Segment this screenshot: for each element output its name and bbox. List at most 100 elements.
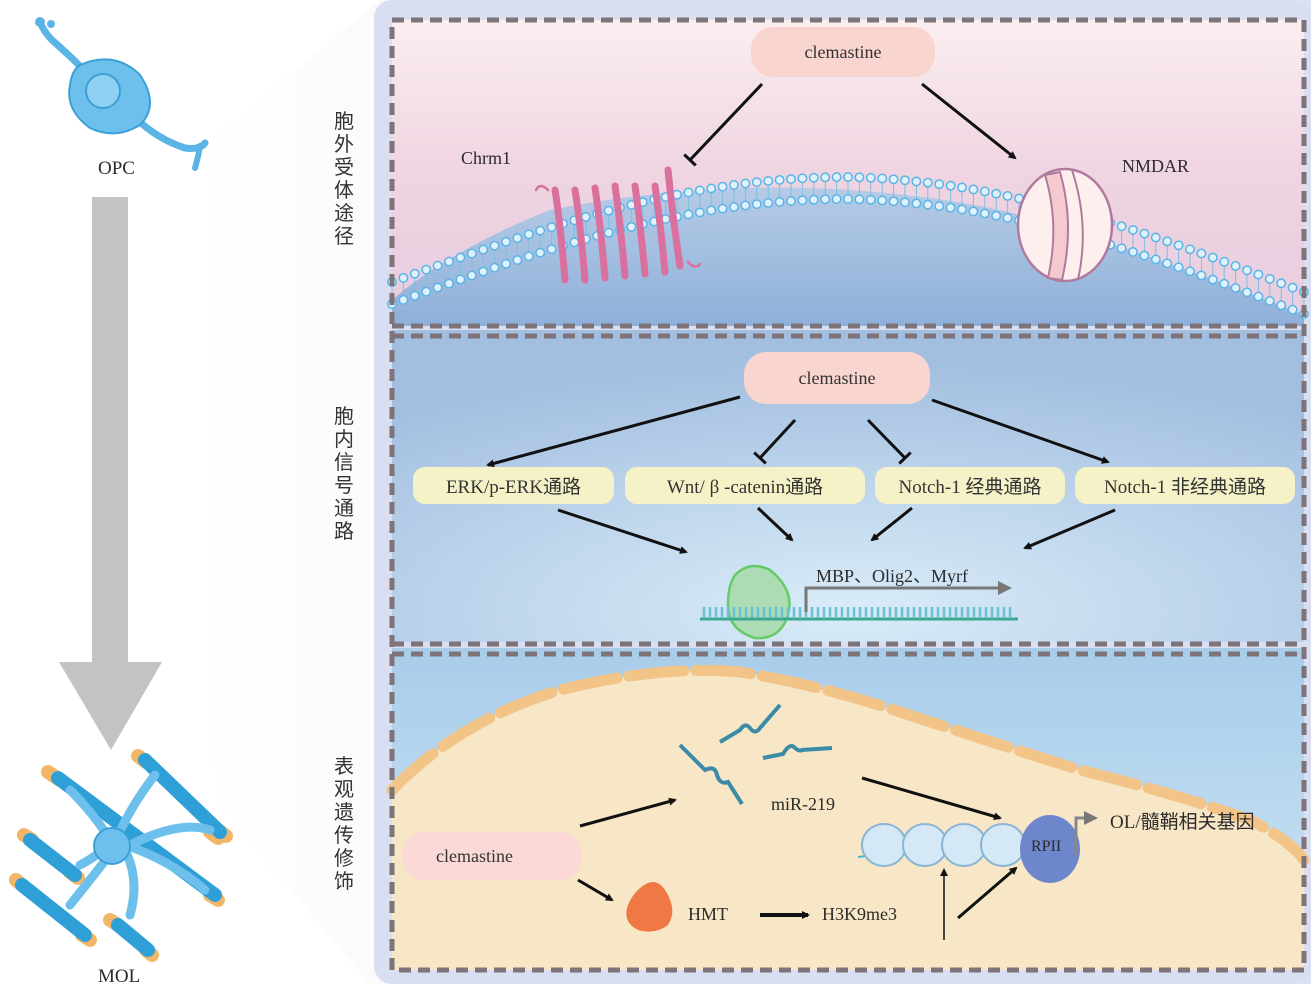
phospholipid-head	[740, 178, 751, 189]
hmt-enzyme-icon	[626, 881, 673, 932]
phospholipid-head	[478, 244, 489, 255]
mirna-label: miR-219	[771, 794, 836, 814]
dna-strand-icon	[700, 607, 1018, 621]
phospholipid-head	[1253, 291, 1264, 302]
clemastine-node-extracellular: clemastine	[751, 27, 935, 77]
phospholipid-head	[432, 260, 443, 271]
phospholipid-head	[546, 222, 557, 233]
phospholipid-head	[455, 252, 466, 263]
pathway-erk: ERK/p-ERK通路	[413, 467, 614, 504]
phospholipid-head	[763, 175, 774, 186]
output-genes-label: OL/髓鞘相关基因	[1110, 812, 1255, 833]
phospholipid-head	[489, 240, 500, 251]
phospholipid-head	[991, 210, 1002, 221]
phospholipid-head	[1287, 304, 1298, 315]
phospholipid-head	[1139, 250, 1150, 261]
nmdar-label: NMDAR	[1122, 156, 1190, 176]
phospholipid-head	[763, 197, 774, 208]
phospholipid-head	[512, 233, 523, 243]
phospholipid-head	[1128, 224, 1138, 235]
phospholipid-head	[865, 172, 876, 183]
phospholipid-head	[1230, 283, 1241, 293]
phospholipid-head	[808, 172, 819, 183]
phospholipid-head	[1276, 278, 1287, 289]
phospholipid-head	[968, 206, 979, 217]
phospholipid-head	[683, 187, 694, 198]
inhibit-arrow-chrm1	[683, 82, 764, 167]
phospholipid-head	[1264, 295, 1275, 306]
clemastine-node-intracellular: clemastine	[744, 352, 930, 404]
phospholipid-head	[421, 264, 432, 275]
phospholipid-head	[1150, 232, 1161, 243]
phospholipid-head	[865, 194, 876, 205]
phospholipid-head	[706, 183, 717, 194]
phospholipid-head	[900, 197, 910, 208]
phospholipid-head	[888, 174, 899, 185]
mol-label: MOL	[98, 966, 141, 987]
phospholipid-head	[523, 251, 534, 262]
phospholipid-head	[1242, 287, 1252, 298]
phospholipid-head	[455, 274, 466, 285]
rpii-polymerase-icon	[1020, 815, 1080, 883]
phospholipid-head	[831, 194, 842, 205]
section-title-extracellular: 胞外受体途径	[334, 109, 354, 248]
rpii-label: RPII	[1031, 838, 1062, 855]
phospholipid-head	[900, 175, 910, 186]
phospholipid-head	[717, 181, 728, 192]
phospholipid-head	[535, 225, 546, 236]
phospholipid-head	[580, 212, 591, 222]
phospholipid-head	[546, 244, 557, 255]
chrm1-receptor-icon	[534, 166, 702, 284]
transcription-start-arrow-icon	[804, 581, 1012, 612]
phospholipid-head	[626, 221, 637, 232]
phospholipid-head	[409, 268, 420, 279]
phospholipid-head	[786, 196, 796, 206]
phospholipid-head	[979, 186, 990, 197]
phospholipid-head	[535, 247, 546, 258]
phospholipid-head	[409, 290, 420, 301]
phospholipid-head	[421, 286, 432, 297]
phospholipid-head	[478, 266, 489, 277]
phospholipid-head	[1219, 256, 1230, 267]
phospholipid-head	[444, 256, 454, 267]
phospholipid-head	[1116, 221, 1127, 232]
section-borders	[389, 17, 1307, 973]
phospholipid-head	[820, 172, 831, 183]
phospholipid-head	[729, 180, 739, 190]
phospholipid-head	[945, 180, 956, 191]
phospholipid-head	[888, 196, 899, 207]
phospholipid-head	[466, 270, 477, 281]
mirna-molecules-icon	[678, 703, 833, 806]
clemastine-node-epigenetic: clemastine	[402, 832, 582, 880]
phospholipid-head	[797, 173, 808, 184]
section-title-epigenetic: 表观遗传修饰	[334, 754, 354, 893]
pathway-arrows	[486, 395, 1116, 554]
phospholipid-head	[694, 185, 705, 196]
h3k9me3-label: H3K9me3	[822, 904, 897, 924]
nuclear-envelope	[386, 664, 1310, 866]
phospholipid-head	[945, 202, 956, 213]
phospholipid-head	[831, 172, 842, 183]
phospholipid-head	[1116, 243, 1127, 254]
pathway-notch1-canonical: Notch-1 经典通路	[875, 467, 1065, 504]
phospholipid-head	[444, 278, 454, 289]
phospholipid-head	[774, 174, 785, 185]
phospholipid-head	[751, 199, 762, 210]
phospholipid-head	[1162, 258, 1173, 269]
pathway-wnt: Wnt/ β -catenin通路	[625, 467, 865, 504]
phospholipid-head	[1162, 236, 1173, 247]
chrm1-label: Chrm1	[461, 148, 512, 168]
hmt-label: HMT	[688, 904, 728, 924]
phospholipid-head	[957, 204, 967, 215]
phospholipid-head	[1185, 266, 1195, 277]
phospholipid-head	[786, 174, 796, 184]
activate-arrow-nmdar	[921, 82, 1017, 160]
phospholipid-head	[398, 272, 409, 283]
phospholipid-head	[1150, 254, 1161, 265]
mol-cell-icon	[9, 749, 233, 962]
phospholipid-head	[934, 179, 945, 190]
phospholipid-head	[717, 203, 728, 214]
gene-output-arrow-icon	[1074, 811, 1098, 855]
phospholipid-head	[603, 205, 614, 216]
